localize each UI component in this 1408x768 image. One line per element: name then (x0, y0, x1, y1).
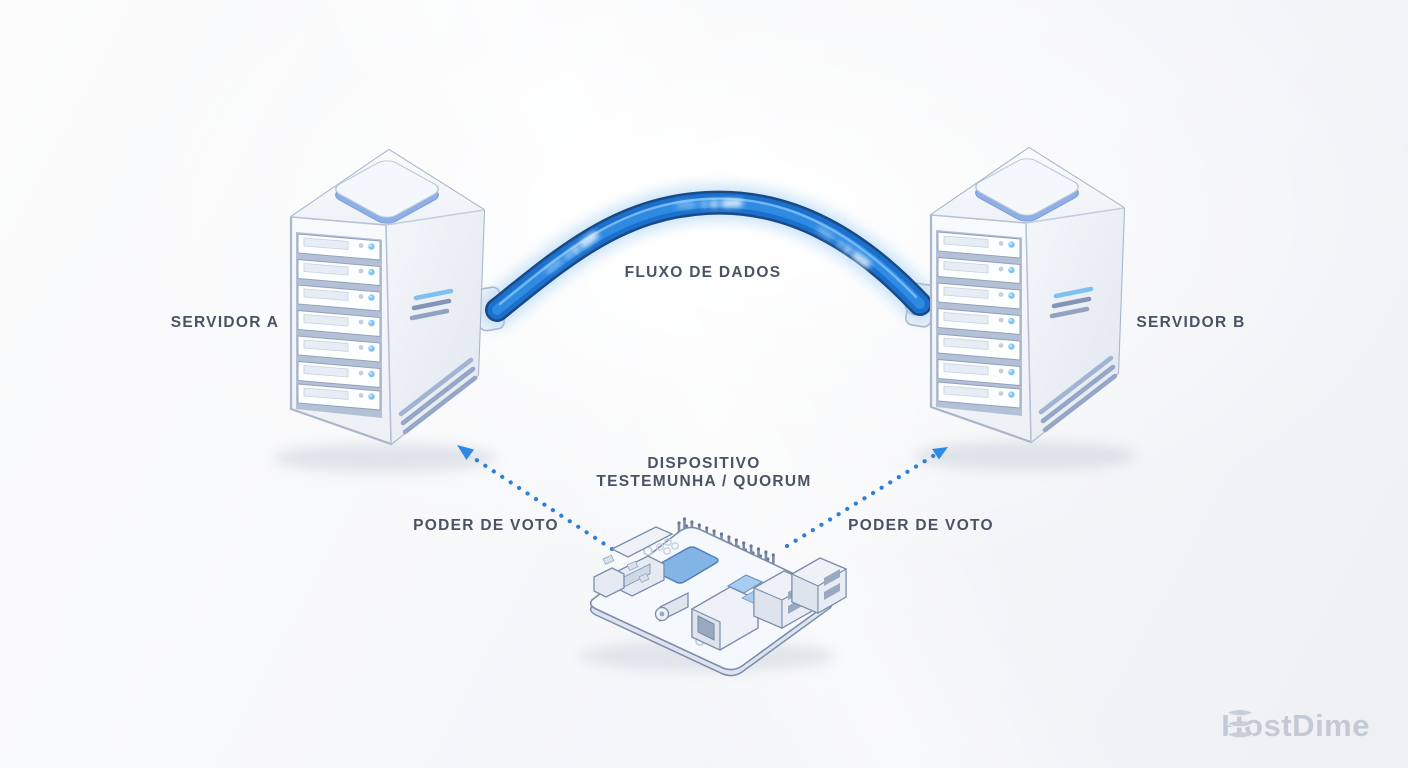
witness-device-label-line2: TESTEMUNHA / QUORUM (596, 473, 812, 490)
hostdime-logo: HostDime (1221, 708, 1370, 744)
data-packet (676, 199, 743, 209)
data-cable-icon (479, 184, 938, 328)
stacked-layers-icon (1227, 710, 1254, 739)
single-board-computer-icon (589, 517, 847, 677)
server-a-label: SERVIDOR A (170, 314, 280, 331)
server-tower-icon-b (931, 148, 1124, 442)
server-b-label: SERVIDOR B (1136, 314, 1246, 331)
server-b-shadow (913, 441, 1137, 471)
vote-arrow-icon-left (457, 445, 615, 552)
data-packet (545, 231, 599, 274)
vote-arrow-icon-right (784, 447, 948, 549)
witness-device-label: DISPOSITIVO TESTEMUNHA / QUORUM (554, 455, 854, 491)
vote-power-left-label: PODER DE VOTO (413, 517, 559, 534)
server-a-shadow (273, 443, 497, 473)
witness-device-label-line1: DISPOSITIVO (647, 455, 761, 472)
server-tower-icon-a (291, 150, 484, 444)
vote-power-right-label: PODER DE VOTO (848, 517, 994, 534)
data-flow-label: FLUXO DE DADOS (624, 264, 782, 281)
data-packet (816, 226, 871, 268)
